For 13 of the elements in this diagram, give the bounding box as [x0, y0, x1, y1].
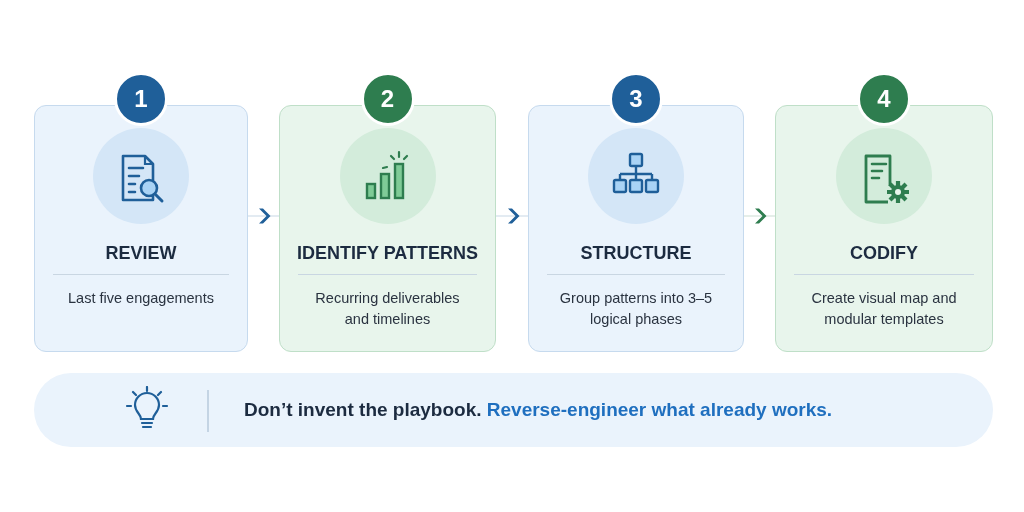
step-title: CODIFY: [849, 243, 919, 264]
step-description: Recurring deliverables and timelines: [314, 289, 461, 329]
step-description: Last five engagements: [67, 289, 215, 308]
step-description: Group patterns into 3–5 logical phases: [558, 289, 714, 329]
step-number: 4: [857, 72, 911, 126]
step-description: Create visual map and modular templates: [810, 289, 958, 329]
step-number: 2: [360, 72, 415, 126]
step-title: IDENTIFY PATTERNS: [296, 243, 479, 264]
tip-text: Don’t invent the playbook. Reverse-engineer what already works.: [244, 399, 833, 421]
step-title: STRUCTURE: [579, 243, 693, 264]
step-number: 3: [609, 72, 663, 126]
step-title: REVIEW: [104, 243, 178, 264]
step-number: 1: [114, 72, 168, 126]
